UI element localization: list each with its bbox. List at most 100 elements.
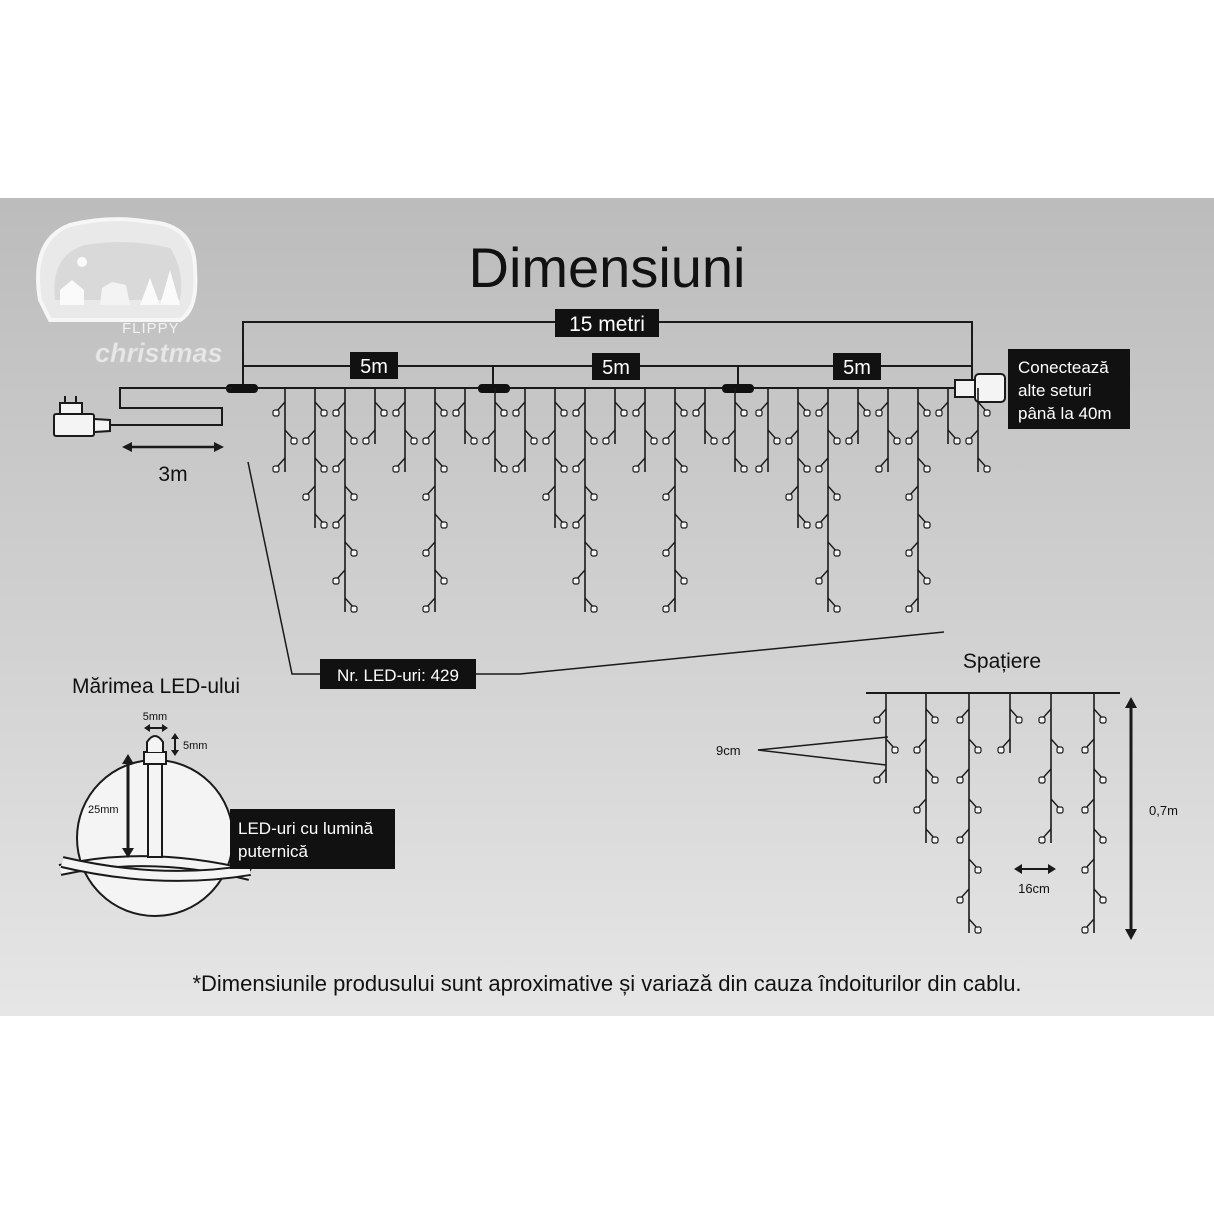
led-bulb [692, 409, 700, 417]
power-cable-dimension: 3m [122, 442, 224, 486]
led-bulb [923, 521, 931, 529]
led-bulb [560, 521, 568, 529]
led-bulb [320, 521, 328, 529]
led-bulb [905, 493, 913, 501]
led-bulb [755, 465, 763, 473]
led-bulb [320, 409, 328, 417]
led-bulb [290, 437, 298, 445]
svg-text:până la 40m: până la 40m [1018, 404, 1112, 423]
led-bulb [350, 437, 358, 445]
led-bulb [931, 836, 939, 844]
led-bulb [1038, 836, 1046, 844]
led-bulb [272, 465, 280, 473]
vertical-spacing-pointer [757, 736, 889, 766]
led-bulb [440, 465, 448, 473]
led-bulb [875, 409, 883, 417]
led-bulb [974, 746, 982, 754]
svg-text:puternică: puternică [238, 842, 308, 861]
led-bulb [803, 409, 811, 417]
led-bulb [923, 409, 931, 417]
led-bulb [572, 577, 580, 585]
main-cable [226, 384, 960, 393]
led-bulb [1015, 716, 1023, 724]
segment-label-1: 5m [350, 352, 398, 379]
led-bulb [1056, 806, 1064, 814]
led-bulb [722, 437, 730, 445]
led-height-label: 25mm [88, 804, 119, 816]
led-bulb [983, 409, 991, 417]
led-bulb [740, 409, 748, 417]
led-bulb [974, 926, 982, 934]
led-bulb [530, 437, 538, 445]
svg-text:5m: 5m [843, 357, 871, 379]
led-bulb [785, 437, 793, 445]
led-bulb [572, 409, 580, 417]
led-bulb [983, 465, 991, 473]
led-bulb [710, 437, 718, 445]
led-bulb [440, 409, 448, 417]
led-bulb [875, 465, 883, 473]
led-bulb [905, 605, 913, 613]
led-bulb [1038, 776, 1046, 784]
led-bulb [422, 549, 430, 557]
led-bulb [380, 409, 388, 417]
horizontal-spacing-arrow [1014, 864, 1056, 874]
svg-text:LED-uri cu lumină: LED-uri cu lumină [238, 819, 374, 838]
led-bulb [500, 465, 508, 473]
led-bulb [956, 896, 964, 904]
led-bulb [845, 437, 853, 445]
led-bulb [350, 493, 358, 501]
led-bulb [755, 409, 763, 417]
disclaimer: *Dimensiunile produsului sunt aproximati… [192, 971, 1021, 996]
led-count-callout: Nr. LED-uri: 429 [247, 461, 945, 689]
led-bulb [572, 465, 580, 473]
icicle-drops [272, 388, 991, 613]
led-bulb [803, 521, 811, 529]
drop-length-arrow [1125, 697, 1137, 940]
led-bulb [662, 493, 670, 501]
led-bulb [560, 465, 568, 473]
led-bulb [500, 409, 508, 417]
led-bulb [482, 437, 490, 445]
led-bulb [590, 605, 598, 613]
segment-label-3: 5m [833, 353, 881, 380]
led-bulb [905, 549, 913, 557]
led-bulb [905, 437, 913, 445]
led-bulb [833, 493, 841, 501]
led-bulb [590, 549, 598, 557]
led-bulb [632, 465, 640, 473]
led-bulb [1099, 716, 1107, 724]
page-title: Dimensiuni [469, 236, 746, 299]
led-bulb [815, 409, 823, 417]
led-bulb [470, 437, 478, 445]
bright-led-note: LED-uri cu lumină puternică [230, 809, 395, 869]
svg-text:Conectează: Conectează [1018, 358, 1109, 377]
led-bulb [931, 716, 939, 724]
led-bulb [1056, 746, 1064, 754]
led-bulb [956, 776, 964, 784]
led-bulb [602, 437, 610, 445]
led-bulb [620, 409, 628, 417]
drop-length-label: 0,7m [1149, 803, 1178, 818]
led-bulb [542, 437, 550, 445]
led-bulb [773, 437, 781, 445]
led-bulb [422, 605, 430, 613]
led-bulb [680, 465, 688, 473]
led-bulb [1099, 776, 1107, 784]
led-bulb [815, 465, 823, 473]
svg-text:alte seturi: alte seturi [1018, 381, 1092, 400]
led-bulb [392, 465, 400, 473]
spacing-title: Spațiere [963, 650, 1041, 673]
logo-top-text: FLIPPY [122, 320, 180, 337]
led-bulb [965, 437, 973, 445]
led-bulb [590, 437, 598, 445]
led-bulb [302, 437, 310, 445]
led-bulb [931, 776, 939, 784]
led-bulb [997, 746, 1005, 754]
led-bulb [974, 806, 982, 814]
led-bulb [422, 437, 430, 445]
led-bulb [590, 493, 598, 501]
led-bulb [1081, 866, 1089, 874]
led-bulb [662, 549, 670, 557]
led-bulb [953, 437, 961, 445]
